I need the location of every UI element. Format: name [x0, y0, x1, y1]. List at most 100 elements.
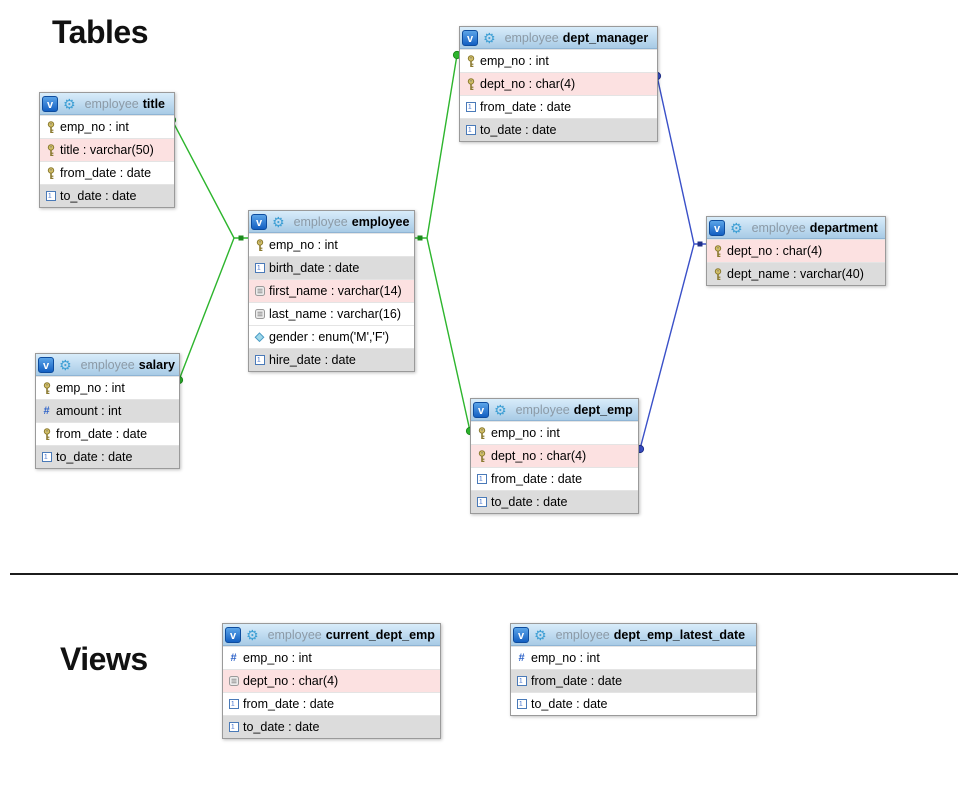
svg-text:1: 1 [479, 499, 483, 506]
gear-icon[interactable]: ⚙ [59, 356, 72, 373]
column-row[interactable]: # emp_no : int [511, 646, 756, 669]
key-icon [42, 381, 52, 395]
column-row[interactable]: emp_no : int [40, 115, 174, 138]
column-row[interactable]: title : varchar(50) [40, 138, 174, 161]
column-text: from_date : date [531, 674, 623, 688]
key-icon [713, 244, 723, 258]
gear-icon[interactable]: ⚙ [272, 213, 285, 230]
relation-junction-tick [417, 235, 423, 241]
column-text: to_date : date [56, 450, 133, 464]
column-row[interactable]: 1 to_date : date [471, 490, 638, 513]
designer-v-badge-icon: v [251, 213, 267, 230]
column-row[interactable]: gender : enum('M','F') [249, 325, 414, 348]
column-row[interactable]: #amount : int [36, 399, 179, 422]
gear-icon[interactable]: ⚙ [534, 626, 547, 643]
column-text: dept_no : char(4) [491, 449, 587, 463]
gear-icon[interactable]: ⚙ [246, 626, 259, 643]
relation-junction-tick [697, 241, 703, 247]
int-icon: # [230, 652, 237, 664]
key-icon [466, 54, 476, 68]
gear-icon[interactable]: ⚙ [494, 401, 507, 418]
column-row[interactable]: emp_no : int [460, 49, 657, 72]
schema-name: employee [80, 357, 135, 372]
relation-salary-employee [174, 237, 235, 385]
int-icon: # [518, 652, 525, 664]
key-icon [477, 426, 487, 440]
column-row[interactable]: first_name : varchar(14) [249, 279, 414, 302]
column-row[interactable]: 1 from_date : date [511, 669, 756, 692]
schema-name: employee [84, 96, 139, 111]
column-text: from_date : date [243, 697, 335, 711]
column-row[interactable]: dept_no : char(4) [460, 72, 657, 95]
key-icon [477, 449, 487, 463]
column-row[interactable]: from_date : date [36, 422, 179, 445]
date-icon: 1 [465, 125, 476, 135]
svg-text:1: 1 [479, 476, 483, 483]
tables-section-heading: Tables [52, 14, 149, 50]
designer-v-badge-icon: v [473, 401, 489, 418]
column-text: to_date : date [491, 495, 568, 509]
column-text: from_date : date [56, 427, 148, 441]
key-icon [46, 120, 56, 134]
column-text: gender : enum('M','F') [269, 330, 390, 344]
column-row[interactable]: 1 from_date : date [471, 467, 638, 490]
schema-name: employee [293, 214, 348, 229]
date-icon: 1 [516, 676, 527, 686]
gear-icon[interactable]: ⚙ [730, 219, 743, 236]
column-row[interactable]: dept_no : char(4) [223, 669, 440, 692]
key-icon [466, 77, 476, 91]
gear-icon[interactable]: ⚙ [63, 95, 76, 112]
column-row[interactable]: #emp_no : int [223, 646, 440, 669]
entity-name: dept_emp_latest_date [613, 627, 746, 642]
column-text: from_date : date [491, 472, 583, 486]
column-row[interactable]: emp_no : int [471, 421, 638, 444]
text-icon [254, 286, 265, 296]
key-icon [713, 267, 723, 281]
gear-icon[interactable]: ⚙ [483, 29, 496, 46]
date-icon: 1 [476, 474, 487, 484]
column-row[interactable]: emp_no : int [36, 376, 179, 399]
column-row[interactable]: dept_no : char(4) [471, 444, 638, 467]
column-row[interactable]: dept_no : char(4) [707, 239, 885, 262]
text-icon [228, 676, 239, 686]
column-text: emp_no : int [531, 651, 600, 665]
date-icon: 1 [45, 191, 56, 201]
int-icon: # [43, 405, 50, 417]
column-row[interactable]: emp_no : int [249, 233, 414, 256]
column-text: from_date : date [60, 166, 152, 180]
date-icon: 1 [228, 722, 239, 732]
column-row[interactable]: last_name : varchar(16) [249, 302, 414, 325]
svg-text:1: 1 [257, 357, 261, 364]
column-text: emp_no : int [56, 381, 125, 395]
date-icon: 1 [254, 355, 265, 365]
column-row[interactable]: from_date : date [40, 161, 174, 184]
column-row[interactable]: dept_name : varchar(40) [707, 262, 885, 285]
column-text: dept_name : varchar(40) [727, 267, 864, 281]
